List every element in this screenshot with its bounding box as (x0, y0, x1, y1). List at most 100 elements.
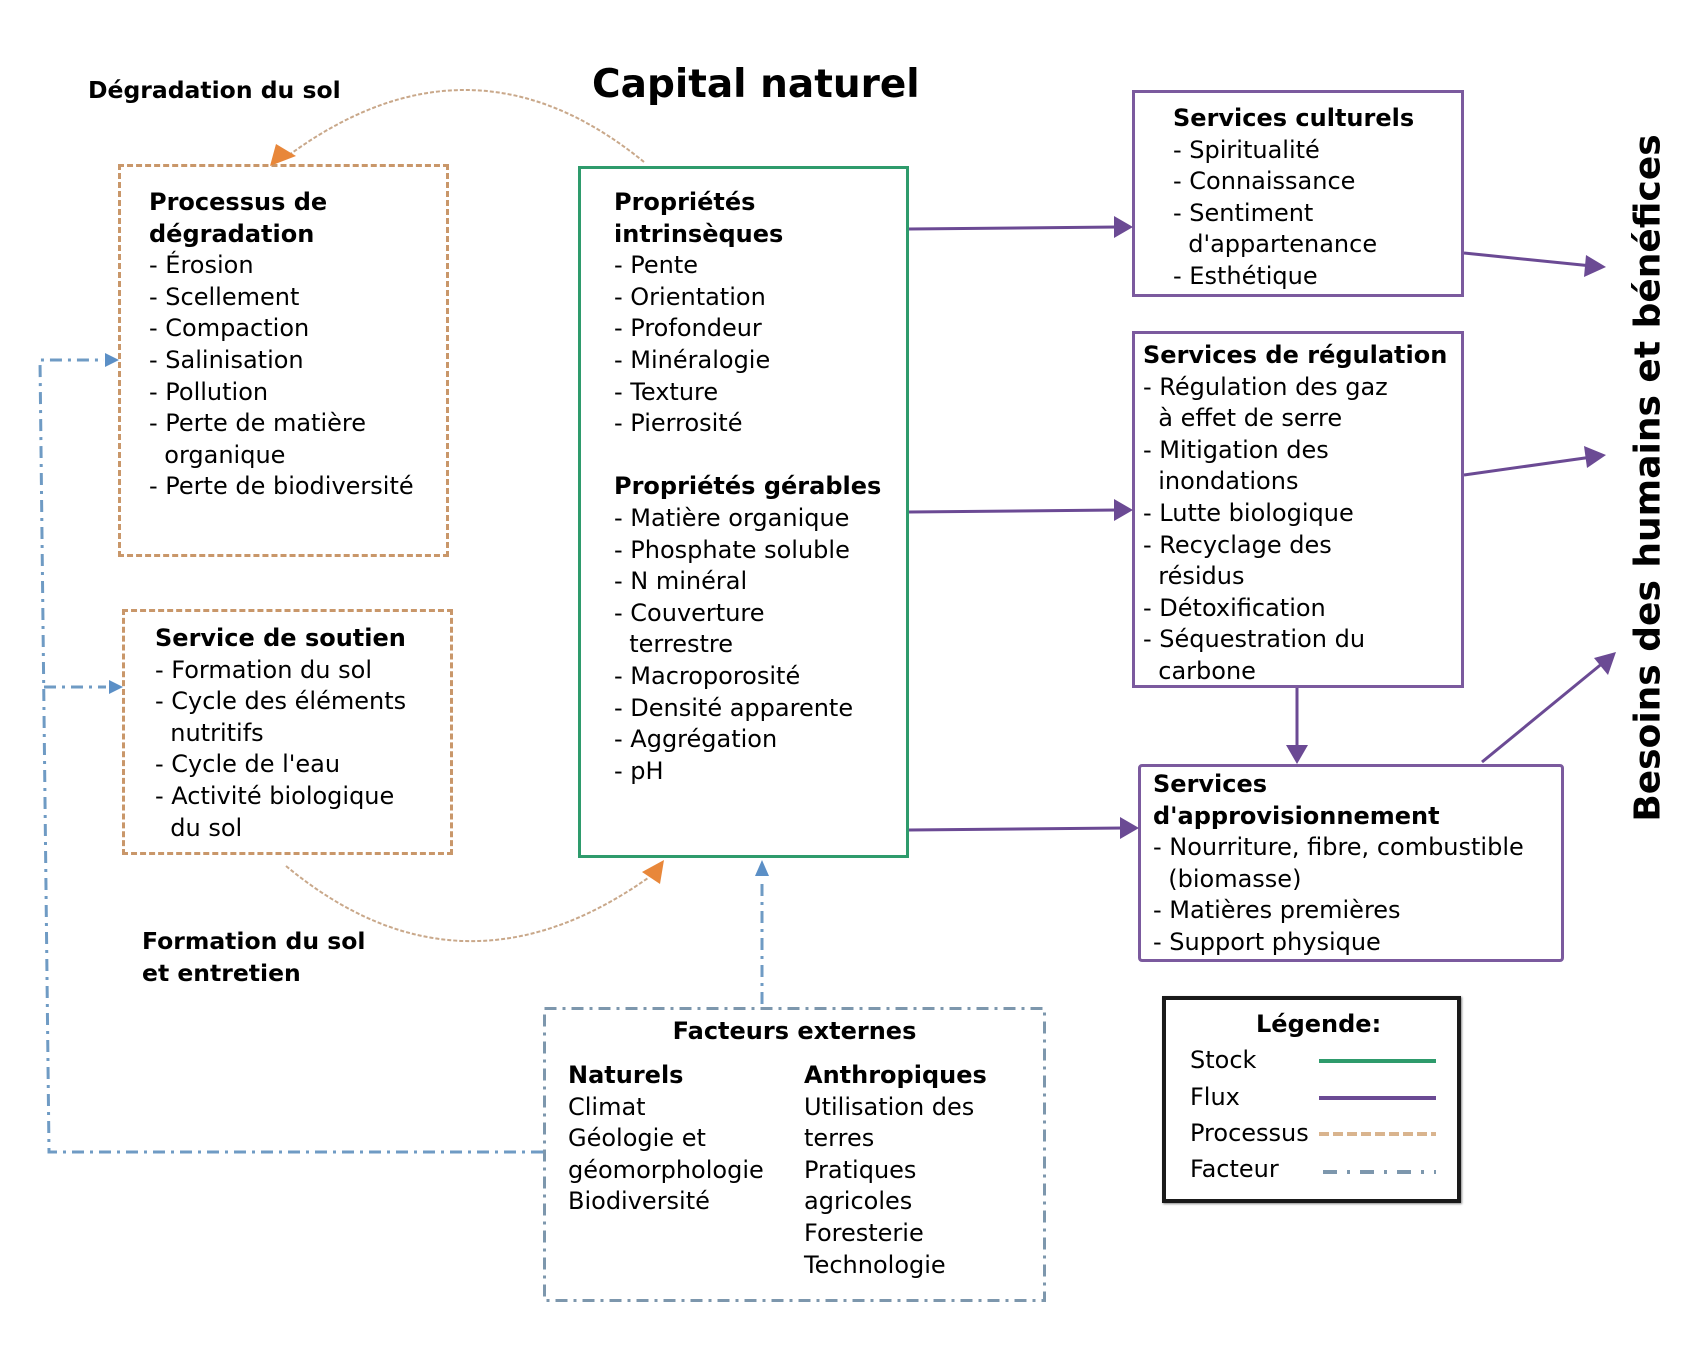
services-approvisionnement-title: Services (1153, 770, 1268, 798)
legend-swatch-processus (1319, 1132, 1436, 1136)
list-item: - Aggrégation (614, 725, 778, 754)
flux-arrow-regulation-to-besoins (1463, 455, 1593, 477)
flux-arrow-approvisionnement-to-besoins (1481, 660, 1605, 764)
list-item: - Densité apparente (614, 693, 854, 722)
list-item: - Matière organique (614, 503, 850, 532)
list-item: - Formation du sol (155, 655, 372, 684)
legend-label-facteur: Facteur (1190, 1155, 1279, 1183)
intrinseques-title: Propriétés (614, 188, 756, 216)
flux-arrow-approvisionnement (908, 826, 1125, 832)
list-item: inondations (1143, 467, 1299, 496)
flux-arrowhead-down-icon (1286, 745, 1308, 764)
list-item: Climat (568, 1092, 646, 1121)
legend-title: Légende: (1256, 1010, 1382, 1038)
services-regulation-content: Services de régulation - Régulation des g… (1143, 340, 1447, 688)
facteurs-externes-title: Facteurs externes (672, 1017, 917, 1045)
list-item: - Pierrosité (614, 409, 743, 438)
list-item: géomorphologie (568, 1155, 764, 1184)
facteurs-border (543, 1007, 1046, 1302)
legend-swatch-stock (1319, 1059, 1436, 1063)
list-item: terres (804, 1124, 875, 1153)
legend-swatch-flux (1319, 1096, 1436, 1100)
list-item: - pH (614, 756, 664, 785)
list-item: - Minéralogie (614, 345, 771, 374)
flux-arrowhead-culturels-icon (1114, 216, 1133, 238)
degradation-label: Dégradation du sol (88, 76, 341, 104)
formation-arrowhead-icon (642, 860, 664, 884)
legend-swatch-facteur (1323, 1170, 1436, 1174)
page-title: Capital naturel (592, 62, 920, 107)
flux-arrow-culturels-to-besoins (1463, 251, 1593, 268)
list-item: - Phosphate soluble (614, 535, 850, 564)
list-item: - N minéral (614, 567, 748, 596)
service-soutien-title: Service de soutien (155, 624, 406, 652)
services-regulation-title: Services de régulation (1143, 341, 1448, 369)
list-item: - Érosion (149, 251, 254, 280)
facteur-arrowhead-3-icon (755, 860, 769, 876)
list-item: carbone (1143, 656, 1256, 685)
list-item: Foresterie (804, 1218, 924, 1247)
services-culturels-title: Services culturels (1173, 104, 1415, 132)
list-item: - Pollution (149, 377, 269, 406)
services-approvisionnement-title-2: d'approvisionnement (1153, 801, 1440, 830)
service-soutien-box: Service de soutien - Formation du sol - Cy… (122, 609, 453, 855)
list-item: - Scellement (149, 282, 300, 311)
formation-label-line1: Formation du sol (142, 927, 366, 955)
services-culturels-box: Services culturels - Spiritualité - Connai… (1132, 90, 1464, 297)
legend-label-stock: Stock (1190, 1046, 1257, 1074)
legend-label-processus: Processus (1190, 1119, 1309, 1147)
list-item: Biodiversité (568, 1187, 710, 1216)
list-item: Géologie et (568, 1124, 706, 1153)
list-item: - Recyclage des (1143, 530, 1332, 559)
list-item: - Texture (614, 377, 719, 406)
list-item: - Perte de biodiversité (149, 472, 414, 501)
spacer (614, 440, 881, 472)
list-item: terrestre (614, 630, 734, 659)
list-item: - Compaction (149, 314, 310, 343)
legend-box: Légende: Stock Flux Processus Facteur (1162, 996, 1461, 1203)
list-item: Technologie (804, 1250, 946, 1279)
list-item: Pratiques (804, 1155, 917, 1184)
list-item: d'appartenance (1173, 230, 1378, 259)
list-item: - Macroporosité (614, 661, 801, 690)
flux-arrow-culturels (908, 225, 1119, 231)
list-item: - Sentiment (1173, 198, 1314, 227)
list-item: résidus (1143, 562, 1245, 591)
list-item: - Cycle de l'eau (155, 750, 341, 779)
list-item: - Détoxification (1143, 593, 1326, 622)
processus-degradation-title-2: dégradation (149, 219, 315, 248)
list-item: (biomasse) (1153, 864, 1302, 893)
besoins-label: Besoins des humains et bénéfices (1627, 134, 1669, 822)
facteur-arrowhead-1-icon (105, 353, 119, 367)
list-item: - Spiritualité (1173, 135, 1320, 164)
list-item: à effet de serre (1143, 404, 1343, 433)
list-item: - Couverture (614, 598, 765, 627)
services-regulation-box: Services de régulation - Régulation des g… (1132, 331, 1464, 688)
list-item: - Cycle des éléments (155, 687, 407, 716)
legend-label-flux: Flux (1190, 1083, 1240, 1111)
list-item: organique (149, 440, 286, 469)
flux-arrow-regulation (908, 508, 1119, 514)
intrinseques-title-2: intrinsèques (614, 219, 784, 248)
formation-label: Formation du sol et entretien (142, 926, 365, 989)
list-item: - Séquestration du (1143, 625, 1366, 654)
services-culturels-content: Services culturels - Spiritualité - Connai… (1173, 103, 1414, 293)
list-item: - Profondeur (614, 314, 762, 343)
list-item: - Matières premières (1153, 896, 1401, 925)
list-item: - Régulation des gaz (1143, 372, 1388, 401)
list-item: - Salinisation (149, 345, 304, 374)
list-item: - Lutte biologique (1143, 498, 1354, 527)
list-item: - Connaissance (1173, 167, 1356, 196)
list-item: nutritifs (155, 718, 264, 747)
flux-arrowhead-besoins-2-icon (1584, 446, 1606, 468)
list-item: Utilisation des (804, 1092, 975, 1121)
list-item: agricoles (804, 1187, 913, 1216)
